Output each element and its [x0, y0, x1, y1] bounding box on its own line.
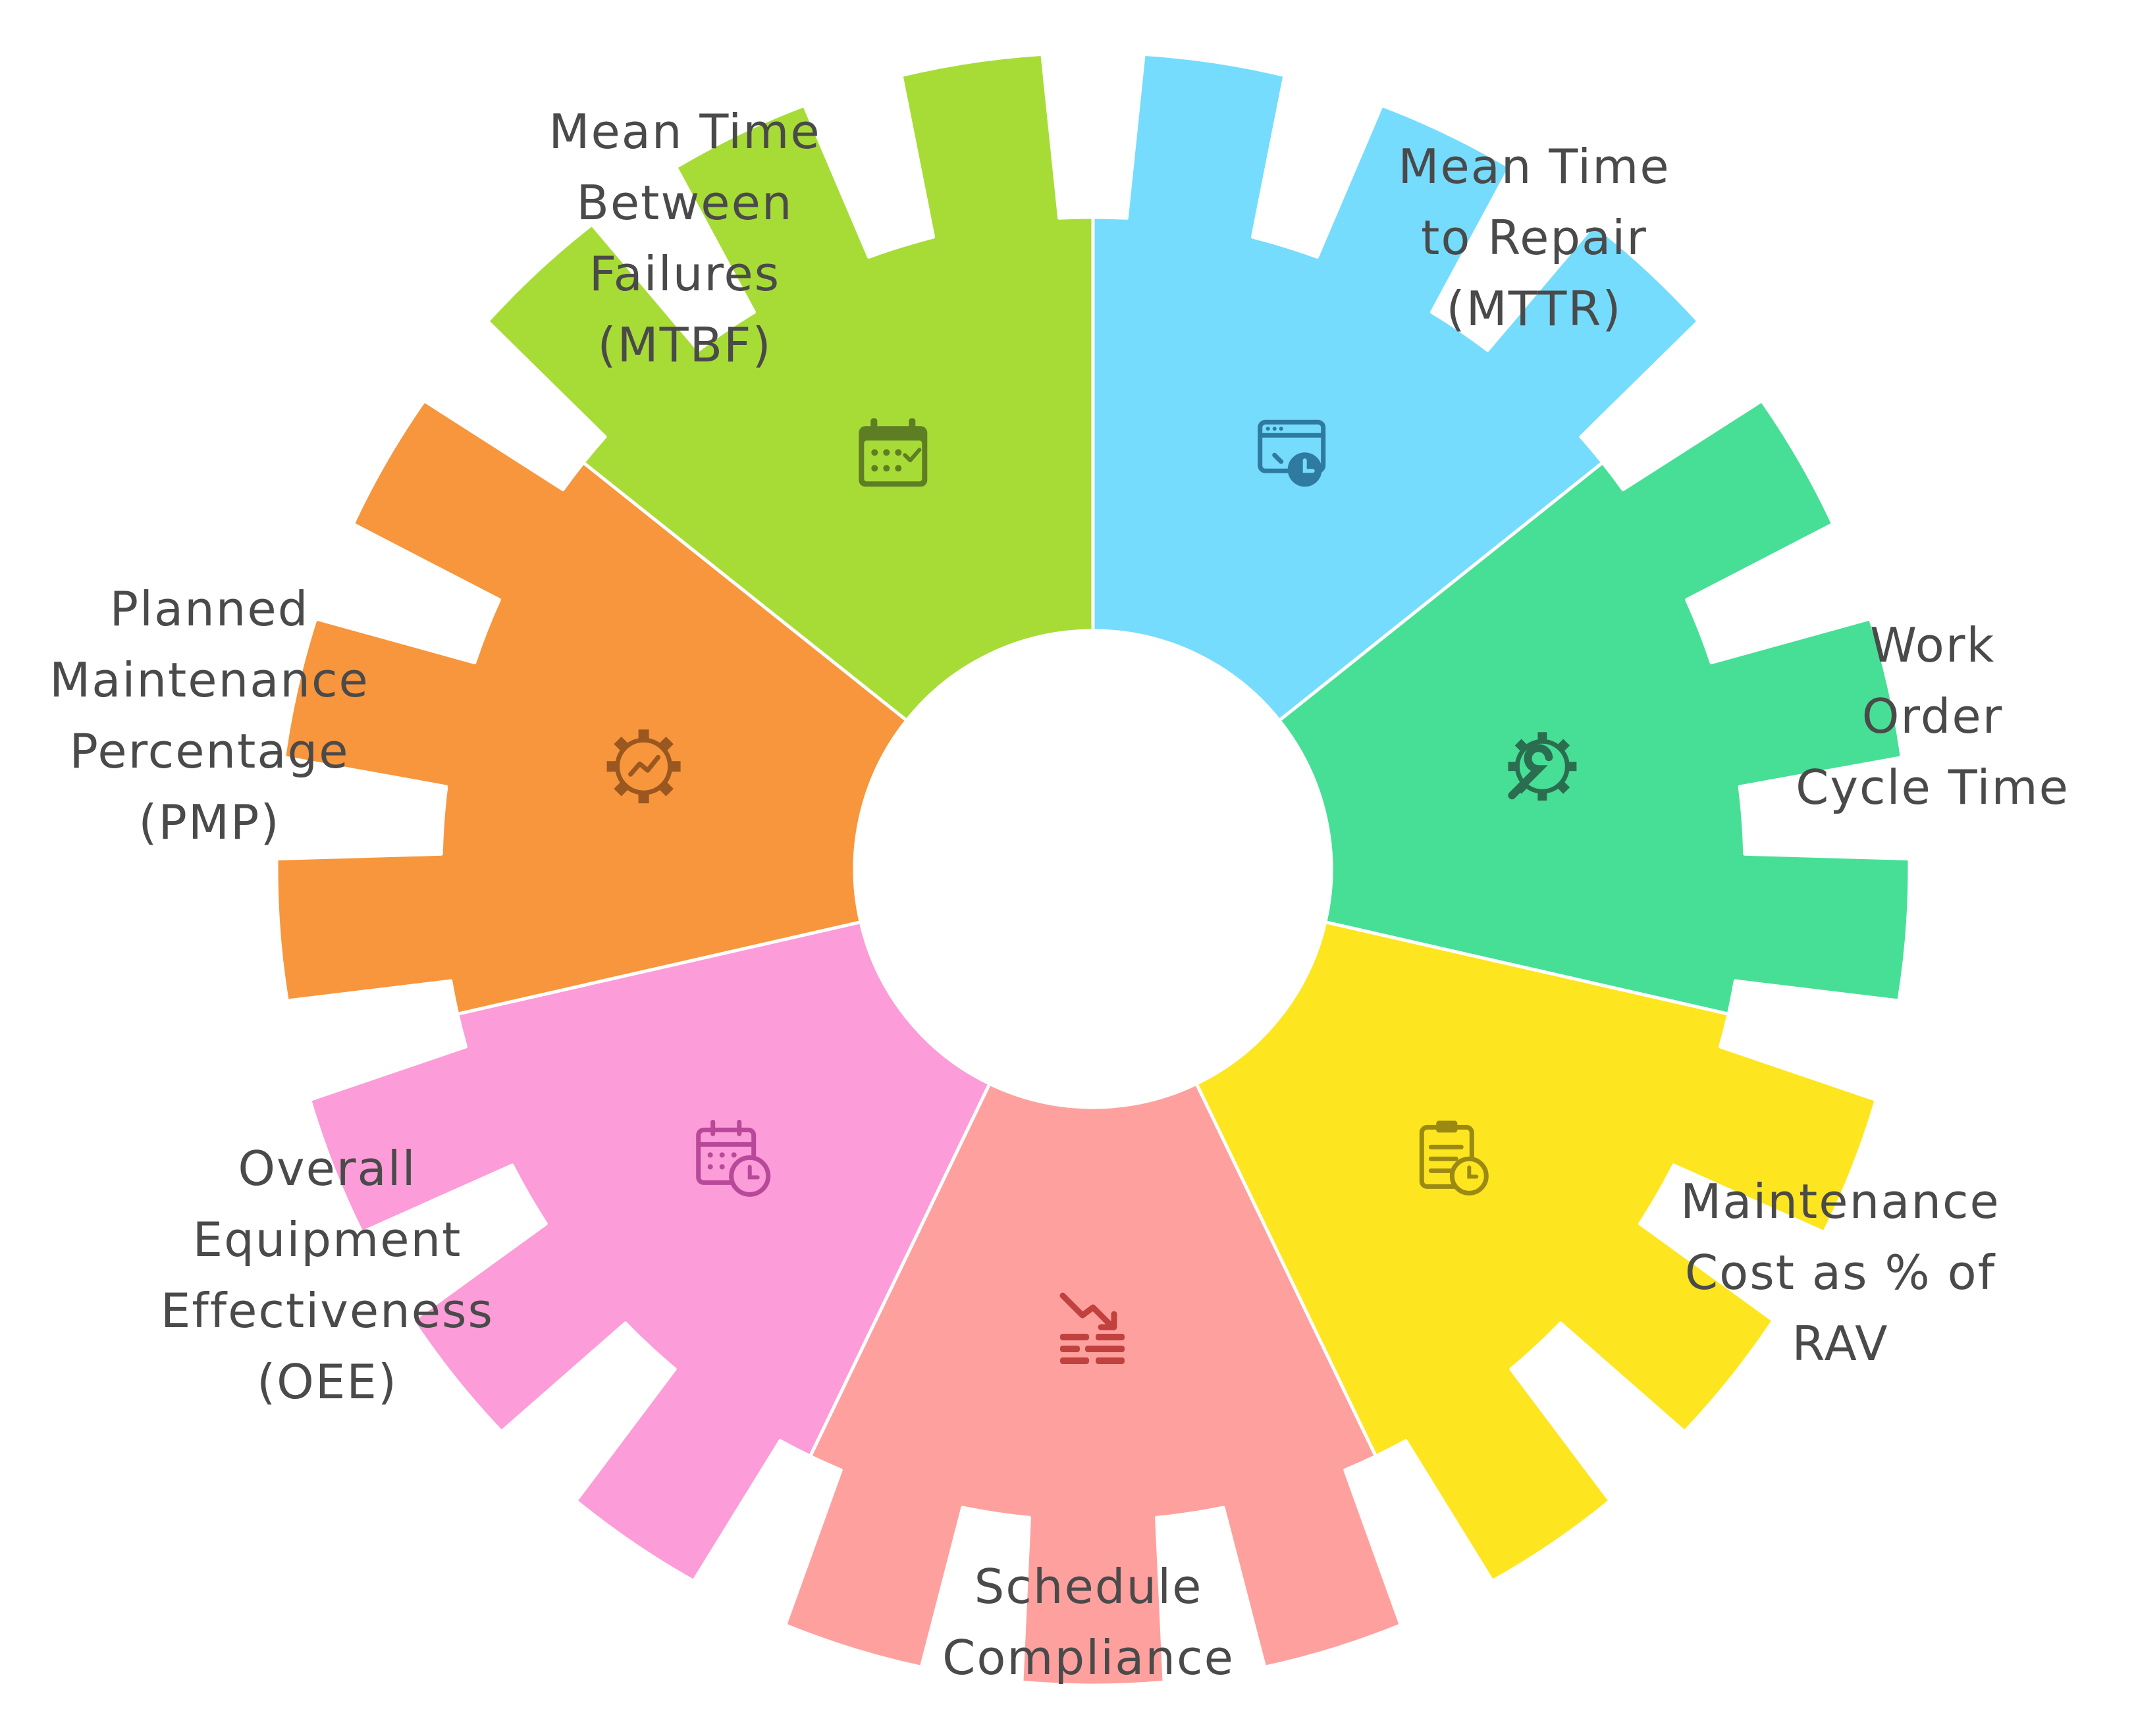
label-line: Schedule — [974, 1559, 1203, 1614]
gear-chart-icon — [606, 729, 681, 804]
label-line: (PMP) — [138, 795, 280, 850]
label-line: Planned — [110, 581, 309, 637]
calendar-check-icon — [859, 418, 928, 487]
label-line: Work — [1870, 618, 1995, 673]
label-line: Cost as % of — [1685, 1245, 1996, 1300]
label-line: Maintenance — [49, 652, 369, 708]
label-line: Order — [1862, 689, 2004, 744]
label-line: (OEE) — [257, 1354, 398, 1409]
label-line: Maintenance — [1680, 1174, 2000, 1229]
calendar-clock-icon — [696, 1119, 771, 1197]
segment-icons — [606, 418, 1577, 1364]
label-line: Mean Time — [1398, 139, 1670, 194]
label-line: Between — [576, 175, 793, 230]
gear-wrench-icon — [1508, 732, 1577, 801]
gear-segment-maintenance-cost — [784, 1082, 1402, 1687]
label-line: Cycle Time — [1796, 760, 2069, 815]
gear-center-hole — [855, 631, 1331, 1107]
label-line: RAV — [1792, 1316, 1888, 1371]
segment-label-mttr: Mean Time to Repair (MTTR) — [1398, 139, 1670, 336]
label-line: (MTBF) — [597, 317, 772, 373]
label-line: Percentage — [69, 723, 349, 779]
trending-down-icon — [1059, 1292, 1125, 1364]
clipboard-clock-icon — [1419, 1120, 1489, 1196]
browser-clock-icon — [1258, 419, 1326, 487]
label-line: Mean Time — [548, 104, 820, 159]
label-line: Equipment — [193, 1212, 462, 1267]
label-line: Overall — [238, 1141, 416, 1196]
gear-segments — [275, 52, 1911, 1687]
label-line: Effectiveness — [161, 1283, 494, 1338]
label-line: (MTTR) — [1446, 281, 1622, 336]
label-line: Compliance — [942, 1630, 1235, 1685]
label-line: to Repair — [1421, 210, 1647, 265]
label-line: Failures — [589, 246, 780, 302]
